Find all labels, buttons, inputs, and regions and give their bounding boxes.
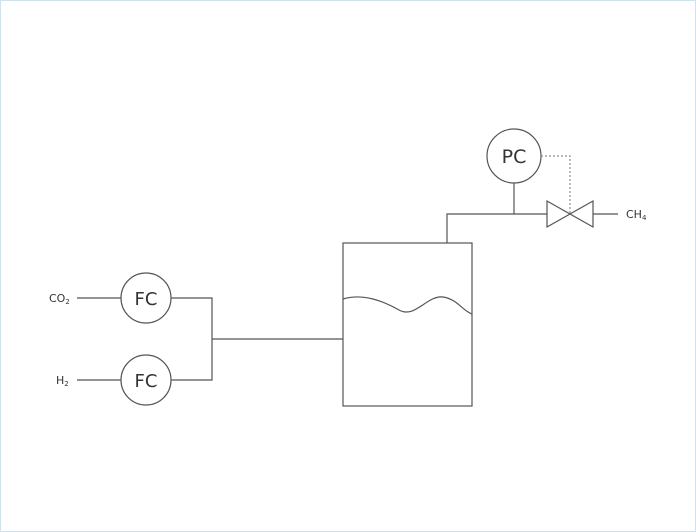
outlet-line xyxy=(446,213,547,243)
fc-top-label: FC xyxy=(135,289,158,310)
h2-label: H2 xyxy=(56,374,69,388)
fc-bottom-label: FC xyxy=(135,371,158,392)
control-signal-line xyxy=(541,155,571,214)
reactor-tank xyxy=(342,242,473,407)
liquid-level-wave xyxy=(342,296,473,315)
pc-label: PC xyxy=(502,146,527,168)
ch4-label: CH4 xyxy=(626,208,647,222)
fc-bottom-circle xyxy=(120,354,172,406)
co2-label: CO2 xyxy=(49,292,70,306)
mixing-line xyxy=(171,297,213,381)
